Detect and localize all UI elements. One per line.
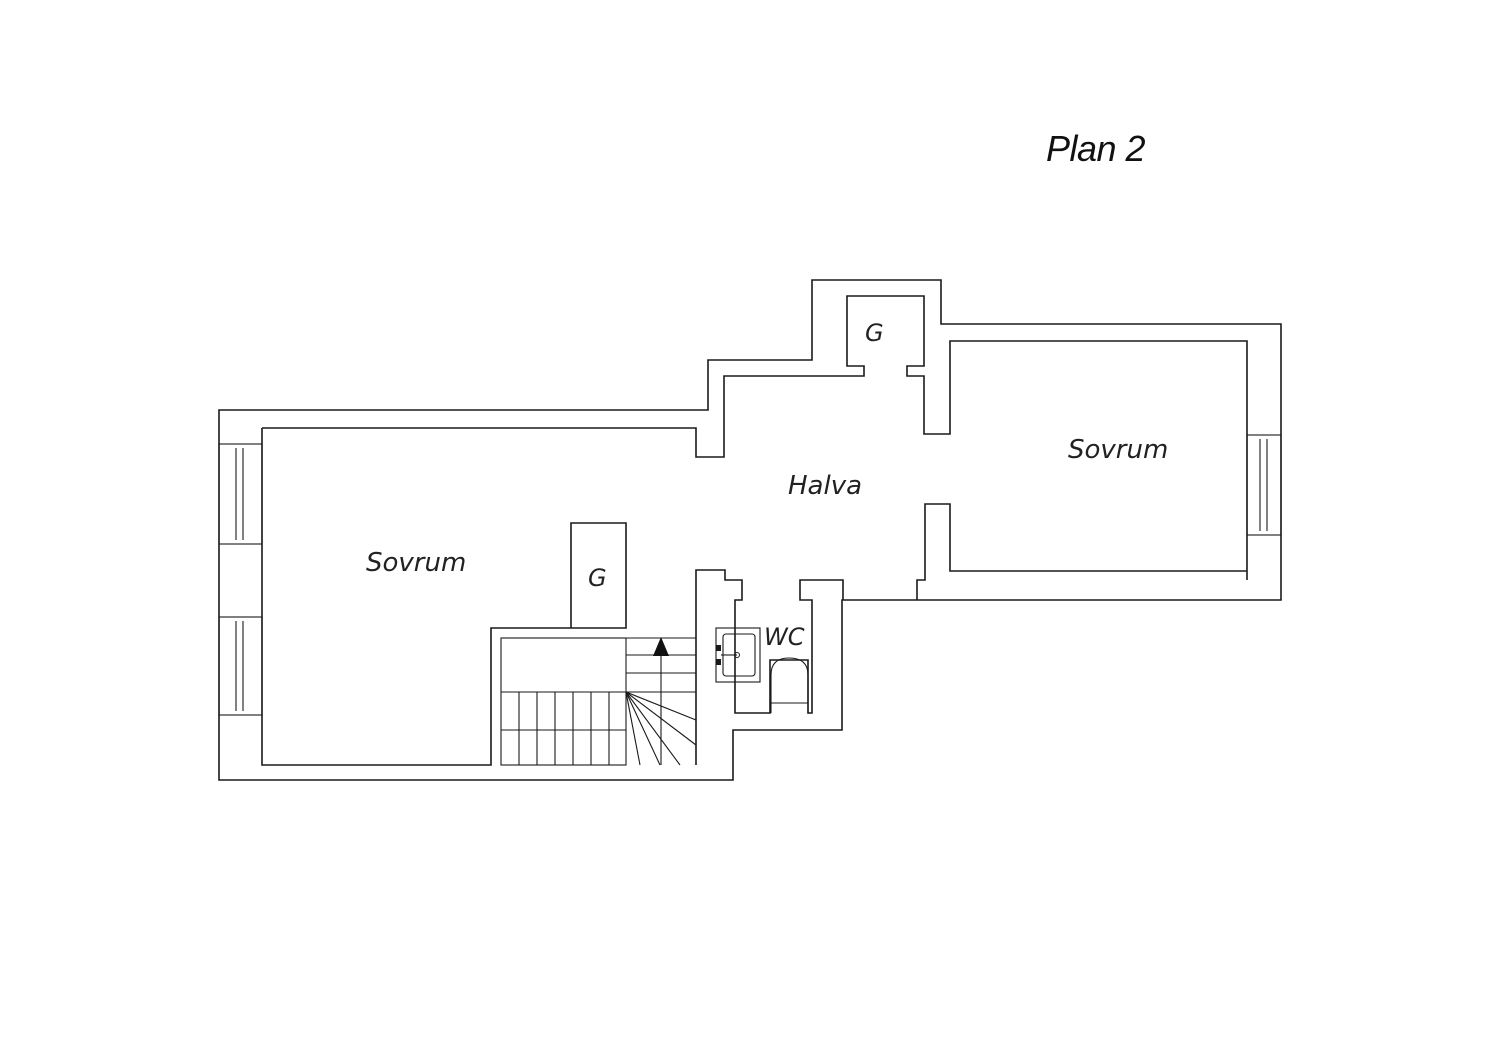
room-label-wc: WC bbox=[764, 623, 805, 651]
toilet-icon bbox=[770, 657, 809, 713]
room-label-closet-top: G bbox=[865, 319, 884, 347]
outer-wall bbox=[218, 279, 1282, 781]
sink-icon bbox=[715, 627, 761, 683]
window-right bbox=[1246, 434, 1282, 536]
left-bedroom-wall-lower bbox=[261, 428, 627, 766]
right-bedroom-wall bbox=[916, 503, 1247, 600]
left-bedroom-wall bbox=[262, 295, 1248, 580]
plan-title: Plan 2 bbox=[1046, 128, 1146, 169]
stair-direction-arrow-icon bbox=[653, 637, 669, 656]
hall-wall bbox=[695, 569, 844, 765]
room-label-closet-stair: G bbox=[588, 564, 607, 592]
window-left-lower bbox=[218, 616, 263, 716]
room-label-sovrum-left: Sovrum bbox=[366, 548, 466, 578]
staircase bbox=[500, 637, 697, 766]
room-label-sovrum-right: Sovrum bbox=[1068, 435, 1168, 465]
room-label-halva: Halva bbox=[788, 471, 862, 501]
window-left-upper bbox=[218, 443, 263, 545]
